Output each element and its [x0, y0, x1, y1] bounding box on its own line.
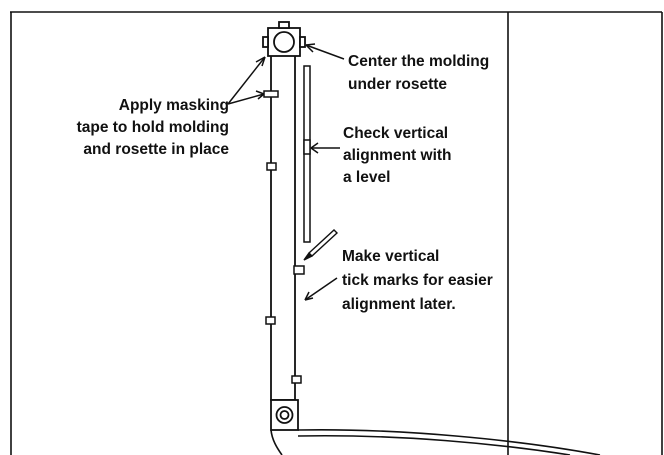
label-line: Make vertical [342, 248, 439, 265]
molding-strip [270, 47, 296, 401]
label-line: Check vertical [343, 125, 448, 142]
label-center-molding: Center the molding under rosette [348, 53, 489, 93]
tape-piece [293, 265, 305, 275]
label-line: tape to hold molding [77, 119, 229, 136]
tape-piece [263, 90, 279, 98]
tape-piece [266, 162, 277, 171]
baseboard-line [297, 434, 571, 455]
level-vial [303, 139, 311, 155]
label-tick-marks: Make vertical tick marks for easier alig… [342, 248, 493, 313]
tape-rosette-left [262, 36, 269, 48]
baseboard-line [270, 429, 283, 455]
masking-tape-pieces [263, 90, 305, 384]
label-line: and rosette in place [83, 141, 229, 158]
rosette-circle [273, 31, 295, 53]
arrowhead [255, 90, 265, 100]
pencil-tip [303, 252, 313, 261]
plinth-block [270, 399, 299, 431]
vertical-molding [270, 47, 296, 401]
wall-frame [10, 11, 663, 455]
arrowhead [255, 56, 266, 67]
label-line: alignment later. [342, 296, 456, 313]
arrow-masking-tape-to-strip [227, 93, 265, 105]
arrowhead [310, 142, 319, 154]
arrowhead [305, 43, 316, 53]
annotation-arrows [227, 43, 345, 301]
plinth-inner-circle [279, 410, 290, 420]
arrow-tick-marks [304, 277, 338, 301]
label-vertical-alignment: Check vertical alignment with a level [343, 125, 452, 186]
pencil-body [307, 229, 339, 257]
arrowhead [304, 291, 314, 301]
label-line: under rosette [348, 76, 447, 93]
label-masking-tape: Apply masking tape to hold molding and r… [77, 97, 230, 158]
rosette [262, 21, 306, 57]
baseboard [270, 428, 601, 455]
tape-piece [265, 316, 276, 325]
tape-piece [291, 375, 302, 384]
level-tool [303, 65, 311, 243]
label-line: tick marks for easier [342, 272, 493, 289]
label-line: alignment with [343, 147, 452, 164]
arrow-center-molding [305, 44, 345, 60]
pencil [303, 229, 339, 261]
tape-rosette-right [299, 36, 306, 48]
label-line: Center the molding [348, 53, 489, 70]
arrow-masking-tape-to-rosette [227, 56, 266, 105]
baseboard-line [297, 428, 601, 455]
label-line: a level [343, 169, 390, 186]
tape-rosette-top [278, 21, 290, 29]
label-line: Apply masking [119, 97, 229, 114]
